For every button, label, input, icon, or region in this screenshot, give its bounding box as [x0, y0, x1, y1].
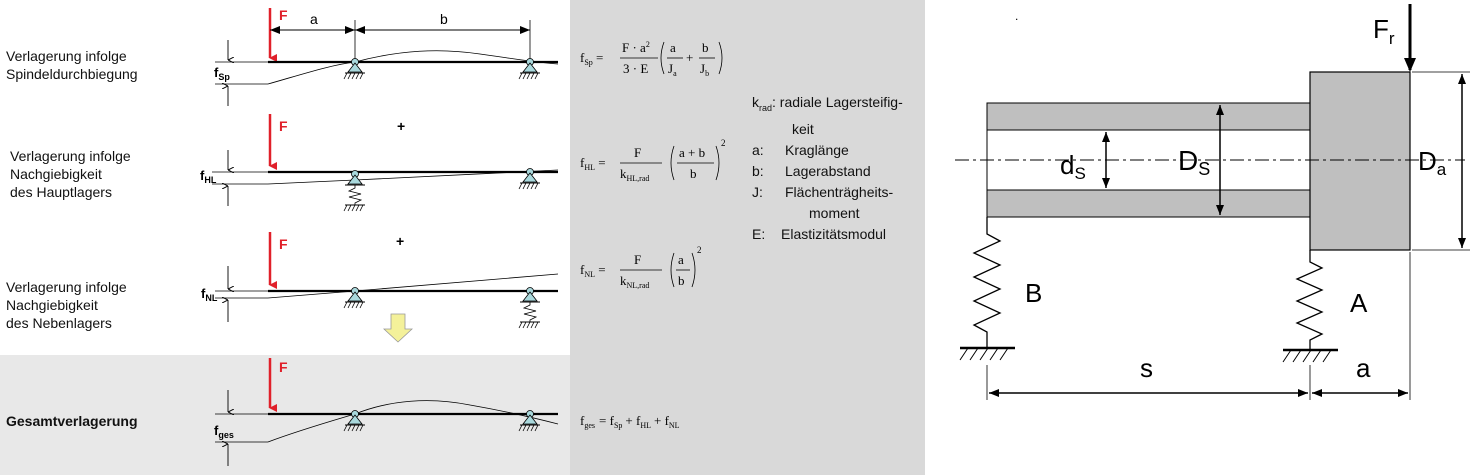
- dim-b-label: b: [440, 11, 448, 27]
- svg-text:2: 2: [721, 138, 726, 148]
- row-secondary-bearing: F fNL: [201, 232, 559, 329]
- svg-text:F: F: [634, 252, 641, 267]
- plus-sign-1: +: [397, 118, 405, 134]
- force-label-2: F: [279, 118, 288, 134]
- svg-text:b: b: [678, 273, 685, 288]
- f-symbol-2: fHL: [200, 168, 217, 185]
- force-label-3: F: [279, 236, 288, 252]
- dim-s-label: s: [1140, 353, 1153, 383]
- spring-A-label: A: [1350, 288, 1368, 318]
- bearing-2a-spring: [343, 170, 365, 212]
- shaft-lower-wall: [986, 189, 1311, 218]
- spring-B-label: B: [1025, 278, 1042, 308]
- f-symbol-3: fNL: [201, 286, 218, 303]
- bearing-4b: [518, 410, 540, 432]
- row-total: F fges: [214, 358, 559, 466]
- bearing-3b-spring: [518, 287, 540, 329]
- svg-text:.: .: [1015, 9, 1018, 23]
- bearing-1b: [518, 58, 540, 80]
- bearing-3a: [343, 287, 365, 309]
- formula-f-nl: fNL = F kNL,rad a b 2: [580, 245, 702, 290]
- svg-text:Ja: Ja: [668, 61, 677, 78]
- svg-text:a + b: a + b: [679, 145, 705, 160]
- legend-b: b:Lagerabstand: [752, 162, 871, 179]
- svg-text:kHL,rad: kHL,rad: [620, 166, 649, 183]
- shaft-upper-wall: [986, 102, 1311, 131]
- spring-A: [1282, 250, 1338, 363]
- svg-text:fges= fSp+ fHL+ fNL: fges= fSp+ fHL+ fNL: [580, 413, 680, 430]
- formula-f-sp: fSp = F · a2 3 · E a Ja + b Jb: [580, 40, 723, 78]
- plus-sign-2: +: [396, 233, 404, 249]
- legend-e: E:Elastizitätsmodul: [752, 225, 887, 242]
- legend-j: J:Flächenträgheits-: [752, 183, 894, 200]
- svg-text:fHL =: fHL =: [580, 155, 606, 172]
- f-symbol-1: fSp: [214, 65, 230, 82]
- row-label-main-bearing: Verlagerung infolge Nachgiebigkeit des H…: [10, 148, 131, 200]
- formula-f-hl: fHL = F kHL,rad a + b b 2: [580, 138, 726, 183]
- result-down-arrow-icon: [382, 313, 414, 343]
- svg-text:kNL,rad: kNL,rad: [620, 273, 649, 290]
- force-label-4: F: [279, 359, 288, 375]
- symbol-legend: krad: radiale Lagersteifig- keit a:Kragl…: [752, 92, 903, 245]
- spindle-nose: [1309, 71, 1411, 251]
- svg-text:b: b: [702, 40, 709, 55]
- bearing-1a: [343, 58, 365, 80]
- dim-Da-label: Da: [1418, 146, 1447, 179]
- row-label-secondary-bearing: Verlagerung infolge Nachgiebigkeit des N…: [6, 279, 127, 331]
- deflection-curve-4: [267, 400, 559, 443]
- svg-text:fNL =: fNL =: [580, 262, 606, 279]
- legend-a: a:Kraglänge: [752, 141, 849, 158]
- svg-text:F · a2: F · a2: [622, 40, 650, 55]
- spindle-model-diagram: . Fr dS DS Da: [955, 4, 1470, 400]
- bearing-4a: [343, 410, 365, 432]
- formula-f-ges: fges= fSp+ fHL+ fNL: [580, 413, 680, 430]
- dim-Ds-label: DS: [1178, 145, 1210, 179]
- row-spindle-bending: F a b fSp: [214, 7, 559, 106]
- bearing-2b: [518, 168, 540, 190]
- dim-a-label: a: [310, 11, 318, 27]
- svg-text:a: a: [670, 40, 676, 55]
- svg-text:a: a: [678, 252, 684, 267]
- row-label-spindle: Verlagerung infolge Spindeldurchbiegung: [6, 48, 138, 82]
- svg-text:2: 2: [697, 245, 702, 255]
- deflection-line-3: [267, 273, 559, 299]
- dim-ds-label: dS: [1060, 150, 1086, 183]
- row-main-bearing: F fHL: [200, 114, 559, 212]
- dim-a-label-right: a: [1356, 353, 1371, 383]
- row-label-total: Gesamtverlagerung: [6, 413, 138, 429]
- svg-text:3 · E: 3 · E: [623, 61, 648, 76]
- f-symbol-4: fges: [214, 423, 234, 440]
- svg-text:b: b: [690, 166, 697, 181]
- svg-text:F: F: [634, 145, 641, 160]
- spring-B: [959, 217, 1015, 361]
- svg-text:Jb: Jb: [700, 61, 709, 78]
- force-fr-label: Fr: [1373, 14, 1395, 48]
- formula-panel-bg: [570, 0, 925, 475]
- force-label-1: F: [279, 7, 288, 23]
- legend-krad: krad: radiale Lagersteifig-: [752, 94, 903, 113]
- svg-text:+: +: [686, 50, 693, 65]
- deflection-curve-1: [267, 50, 559, 85]
- svg-text:fSp =: fSp =: [580, 50, 603, 67]
